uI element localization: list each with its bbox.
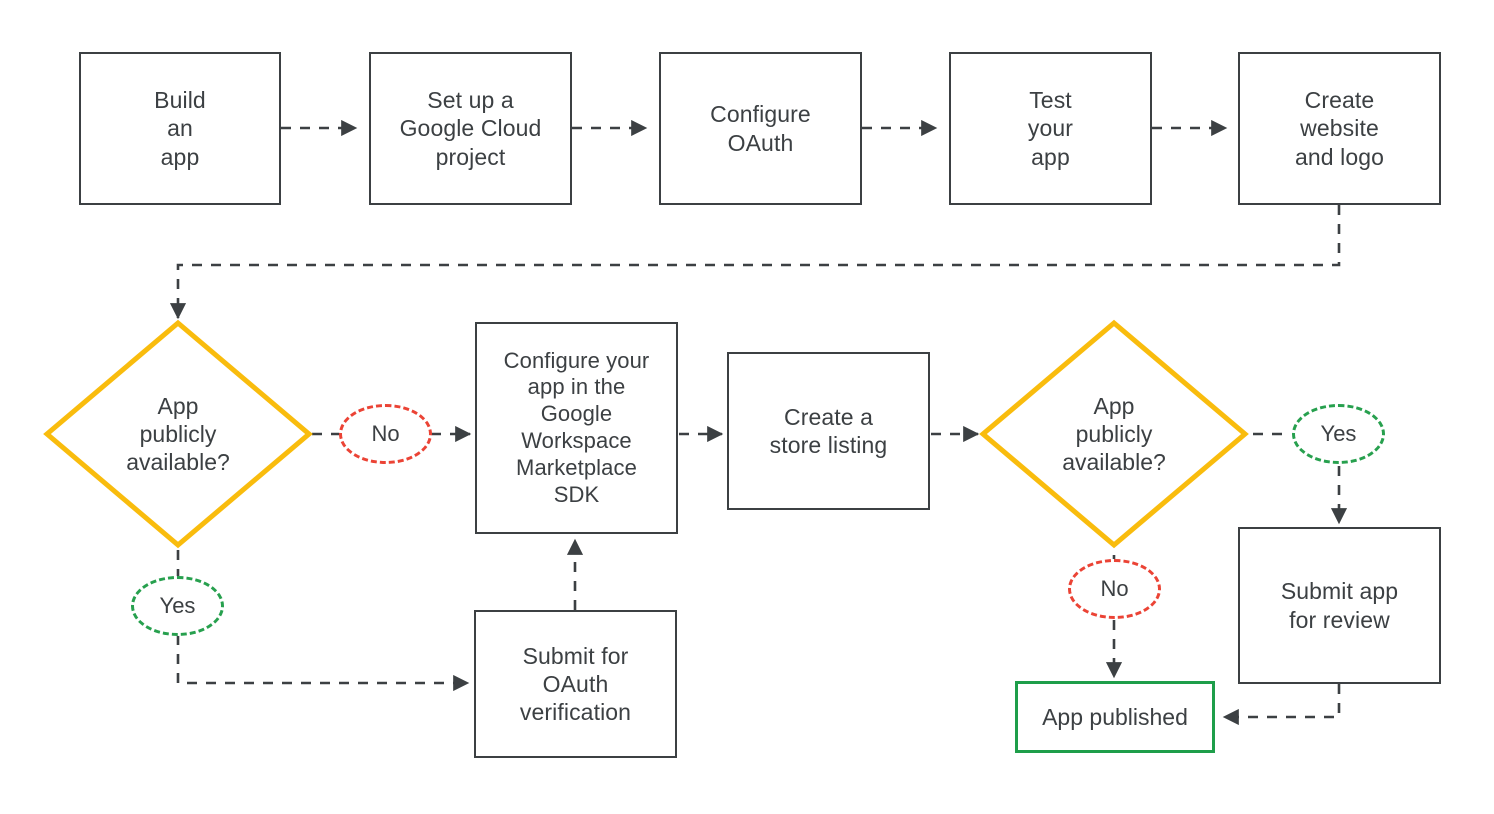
node-submit-for-oauth-verification[interactable]: Submit for OAuth verification	[474, 610, 677, 758]
decision-2-label: App publicly available?	[1062, 392, 1166, 476]
node-create-store-listing[interactable]: Create a store listing	[727, 352, 930, 510]
node-set-up-google-cloud-project[interactable]: Set up a Google Cloud project	[369, 52, 572, 205]
node-app-published[interactable]: App published	[1015, 681, 1215, 753]
edge-label-no-2: No	[1068, 559, 1161, 619]
node-build-an-app[interactable]: Build an app	[79, 52, 281, 205]
node-test-your-app[interactable]: Test your app	[949, 52, 1152, 205]
node-create-website-and-logo[interactable]: Create website and logo	[1238, 52, 1441, 205]
edge-review-to-published	[1222, 684, 1341, 726]
edge-label-yes-1: Yes	[131, 576, 224, 636]
edge-label-no-1: No	[339, 404, 432, 464]
node-decision-app-publicly-available-1[interactable]: App publicly available?	[43, 319, 313, 549]
edge-decision1-yes-b	[176, 635, 470, 692]
diamond-shape-1	[43, 319, 313, 549]
node-configure-app-marketplace-sdk[interactable]: Configure your app in the Google Workspa…	[475, 322, 678, 534]
node-submit-app-for-review[interactable]: Submit app for review	[1238, 527, 1441, 684]
diamond-shape-2	[979, 319, 1249, 549]
decision-1-label: App publicly available?	[126, 392, 230, 476]
edge-label-yes-2: Yes	[1292, 404, 1385, 464]
edge-website-to-decision1	[169, 205, 1341, 320]
node-decision-app-publicly-available-2[interactable]: App publicly available?	[979, 319, 1249, 549]
node-configure-oauth[interactable]: Configure OAuth	[659, 52, 862, 205]
